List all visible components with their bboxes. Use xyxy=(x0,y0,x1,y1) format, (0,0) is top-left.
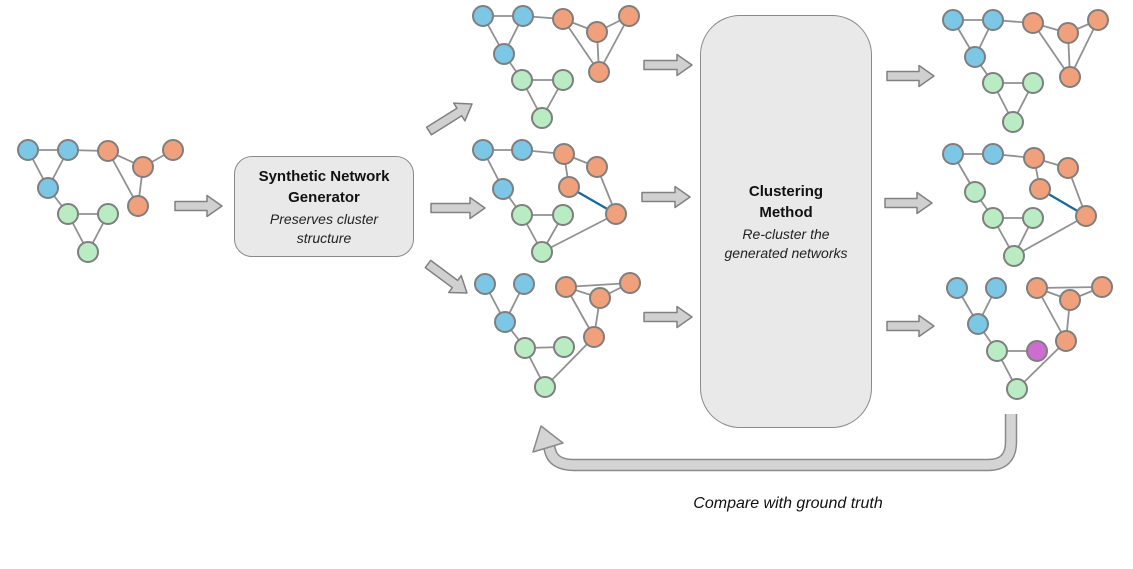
graph-node-generated-top-green xyxy=(511,69,533,91)
graph-node-generated-top-green xyxy=(552,69,574,91)
graph-node-original-green xyxy=(77,241,99,263)
flow-arrow-clustering-to-top xyxy=(886,64,935,88)
graph-node-reclustered-middle-blue xyxy=(942,143,964,165)
feedback-arrowhead xyxy=(532,425,564,453)
graph-edge-reclustered-middle xyxy=(1013,215,1087,257)
flow-arrow-generator-to-top xyxy=(425,102,473,136)
graph-node-reclustered-middle-green xyxy=(1003,245,1025,267)
graph-node-generated-bottom-blue xyxy=(494,311,516,333)
graph-node-generated-middle-blue xyxy=(472,139,494,161)
flow-arrow-clustering-to-middle xyxy=(884,191,933,215)
graph-node-reclustered-bottom-magenta xyxy=(1026,340,1048,362)
graph-node-reclustered-bottom-green xyxy=(1006,378,1028,400)
graph-node-reclustered-top-green xyxy=(1022,72,1044,94)
graph-node-generated-top-orange xyxy=(586,21,608,43)
graph-node-reclustered-top-orange xyxy=(1059,66,1081,88)
flow-arrow-generator-to-middle xyxy=(430,196,486,220)
graph-node-reclustered-bottom-green xyxy=(986,340,1008,362)
graph-node-original-green xyxy=(57,203,79,225)
graph-node-generated-bottom-orange xyxy=(583,326,605,348)
graph-node-reclustered-bottom-orange xyxy=(1059,289,1081,311)
graph-node-generated-middle-orange xyxy=(553,143,575,165)
graph-node-original-blue xyxy=(57,139,79,161)
feedback-arrow-pipe xyxy=(544,414,1016,470)
graph-edge-reclustered-bottom xyxy=(1016,340,1067,390)
graph-node-generated-top-orange xyxy=(552,8,574,30)
flow-arrow-generator-to-bottom xyxy=(424,259,468,294)
graph-node-reclustered-middle-orange xyxy=(1075,205,1097,227)
graph-node-original-blue xyxy=(17,139,39,161)
graph-node-generated-middle-green xyxy=(511,204,533,226)
graph-node-reclustered-bottom-orange xyxy=(1055,330,1077,352)
graph-node-generated-middle-blue xyxy=(511,139,533,161)
graph-node-reclustered-top-blue xyxy=(942,9,964,31)
graph-node-generated-top-blue xyxy=(472,5,494,27)
clustering-box-subtitle: Re-cluster the generated networks xyxy=(724,225,848,261)
graph-node-reclustered-bottom-blue xyxy=(985,277,1007,299)
generator-box: Synthetic Network Generator Preserves cl… xyxy=(234,156,414,257)
graph-node-original-green xyxy=(97,203,119,225)
graph-node-generated-top-orange xyxy=(618,5,640,27)
graph-node-generated-bottom-orange xyxy=(555,276,577,298)
graph-node-generated-top-green xyxy=(531,107,553,129)
graph-node-generated-bottom-green xyxy=(514,337,536,359)
graph-node-generated-top-blue xyxy=(493,43,515,65)
graph-node-original-orange xyxy=(162,139,184,161)
graph-node-generated-bottom-blue xyxy=(513,273,535,295)
graph-node-original-orange xyxy=(132,156,154,178)
graph-node-reclustered-middle-orange xyxy=(1023,147,1045,169)
graph-node-original-blue xyxy=(37,177,59,199)
graph-node-generated-bottom-blue xyxy=(474,273,496,295)
generator-box-subtitle: Preserves cluster structure xyxy=(269,210,379,246)
graph-node-reclustered-bottom-blue xyxy=(946,277,968,299)
flow-arrow-original-to-generator xyxy=(174,194,223,218)
flow-arrow-clustering-to-bottom xyxy=(886,314,935,338)
compare-ground-truth-caption: Compare with ground truth xyxy=(693,495,883,512)
graph-node-generated-bottom-orange xyxy=(589,287,611,309)
graph-node-reclustered-top-blue xyxy=(964,46,986,68)
graph-node-reclustered-top-orange xyxy=(1087,9,1109,31)
graph-node-generated-middle-orange xyxy=(558,176,580,198)
graph-node-generated-top-blue xyxy=(512,5,534,27)
graph-node-reclustered-bottom-orange xyxy=(1091,276,1113,298)
graph-node-reclustered-middle-orange xyxy=(1029,178,1051,200)
graph-node-reclustered-middle-orange xyxy=(1057,157,1079,179)
graph-node-generated-middle-green xyxy=(552,204,574,226)
flow-arrow-middle-to-clustering xyxy=(641,185,691,209)
graph-node-reclustered-middle-green xyxy=(964,181,986,203)
graph-node-reclustered-top-orange xyxy=(1057,22,1079,44)
generator-box-title: Synthetic Network Generator xyxy=(258,167,390,206)
graph-node-original-orange xyxy=(127,195,149,217)
graph-node-reclustered-bottom-orange xyxy=(1026,277,1048,299)
flow-arrow-bottom-to-clustering xyxy=(643,305,693,329)
graph-node-reclustered-top-blue xyxy=(982,9,1004,31)
graph-node-reclustered-bottom-blue xyxy=(967,313,989,335)
graph-edge-generated-middle xyxy=(541,213,617,253)
graph-node-generated-top-orange xyxy=(588,61,610,83)
graph-node-reclustered-top-green xyxy=(1002,111,1024,133)
graph-node-generated-middle-orange xyxy=(605,203,627,225)
graph-node-original-orange xyxy=(97,140,119,162)
graph-node-reclustered-top-green xyxy=(982,72,1004,94)
graph-node-reclustered-middle-blue xyxy=(982,143,1004,165)
clustering-box-title: Clustering Method xyxy=(748,182,824,221)
graph-node-generated-bottom-orange xyxy=(619,272,641,294)
flow-arrow-top-to-clustering xyxy=(643,53,693,77)
graph-node-reclustered-middle-green xyxy=(1022,207,1044,229)
graph-node-generated-middle-blue xyxy=(492,178,514,200)
graph-node-reclustered-top-orange xyxy=(1022,12,1044,34)
graph-edge-generated-bottom xyxy=(544,336,595,388)
graph-node-generated-middle-orange xyxy=(586,156,608,178)
graph-node-reclustered-middle-green xyxy=(982,207,1004,229)
graph-node-generated-middle-green xyxy=(531,241,553,263)
graph-node-generated-bottom-green xyxy=(553,336,575,358)
graph-node-generated-bottom-green xyxy=(534,376,556,398)
clustering-box: Clustering Method Re-cluster the generat… xyxy=(700,15,872,428)
